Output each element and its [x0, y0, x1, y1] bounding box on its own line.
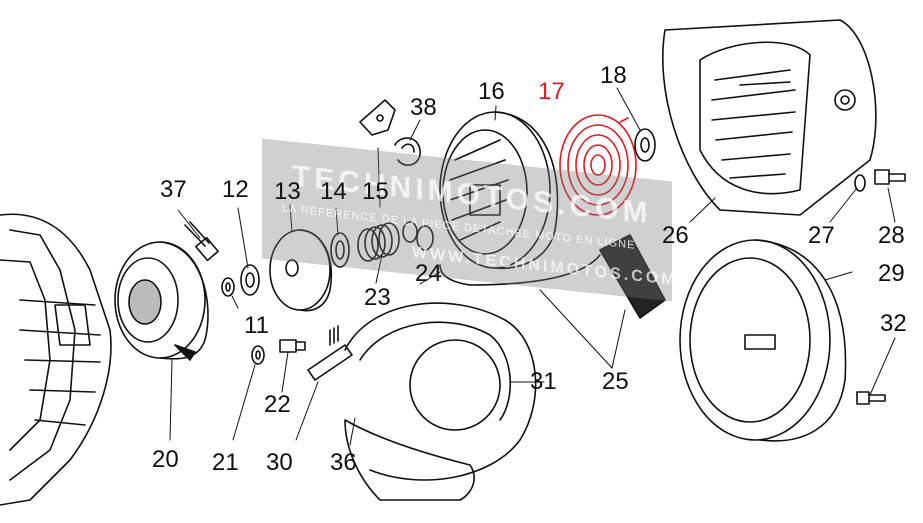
callout-24: 24	[415, 260, 442, 287]
part-30-drawing	[307, 325, 353, 381]
part-20-drawing	[114, 241, 209, 361]
part-27-drawing	[854, 174, 866, 192]
callout-28: 28	[878, 222, 905, 249]
callout-12: 12	[222, 176, 249, 203]
callout-22: 22	[264, 391, 291, 418]
part-13-drawing	[269, 229, 332, 312]
part-21-drawing	[251, 345, 265, 365]
callout-11: 11	[244, 312, 269, 339]
part-37-drawing	[184, 221, 219, 262]
callout-16: 16	[478, 78, 505, 105]
callout-36: 36	[330, 449, 357, 476]
callout-17: 17	[538, 78, 565, 105]
callout-14: 14	[320, 178, 347, 205]
leader-lines	[169, 87, 896, 446]
callout-32: 32	[880, 310, 907, 337]
part-12-drawing	[240, 264, 260, 296]
crankcase-drawing	[0, 213, 112, 506]
callout-27: 27	[808, 222, 835, 249]
callout-23: 23	[364, 284, 391, 311]
callout-18: 18	[600, 62, 627, 89]
callout-31: 31	[530, 368, 557, 395]
callout-30: 30	[266, 449, 293, 476]
callout-29: 29	[878, 260, 905, 287]
part-25-drawing	[439, 234, 666, 319]
callout-15: 15	[362, 178, 389, 205]
part-22-drawing	[279, 339, 306, 353]
callout-37: 37	[160, 176, 187, 203]
callout-20: 20	[152, 446, 179, 473]
part-32-drawing	[856, 391, 886, 405]
part-24-drawing	[402, 221, 434, 251]
callout-25: 25	[602, 368, 629, 395]
callout-13: 13	[274, 178, 301, 205]
part-17-drawing	[559, 114, 637, 216]
part-31-drawing	[344, 302, 537, 481]
part-29-drawing	[679, 239, 847, 442]
part-18-drawing	[634, 128, 656, 162]
part-23-drawing	[357, 222, 400, 262]
part-14-drawing	[330, 232, 350, 268]
callout-26: 26	[662, 222, 689, 249]
part-28-drawing	[874, 169, 906, 185]
part-36-drawing	[344, 419, 475, 501]
part-11-drawing	[221, 277, 235, 297]
part-26-drawing	[662, 19, 877, 216]
part-15-drawing	[359, 99, 396, 136]
callout-38: 38	[410, 94, 437, 121]
part-16-drawing	[439, 111, 559, 270]
part-38-drawing	[394, 137, 421, 166]
callout-21: 21	[212, 449, 239, 476]
